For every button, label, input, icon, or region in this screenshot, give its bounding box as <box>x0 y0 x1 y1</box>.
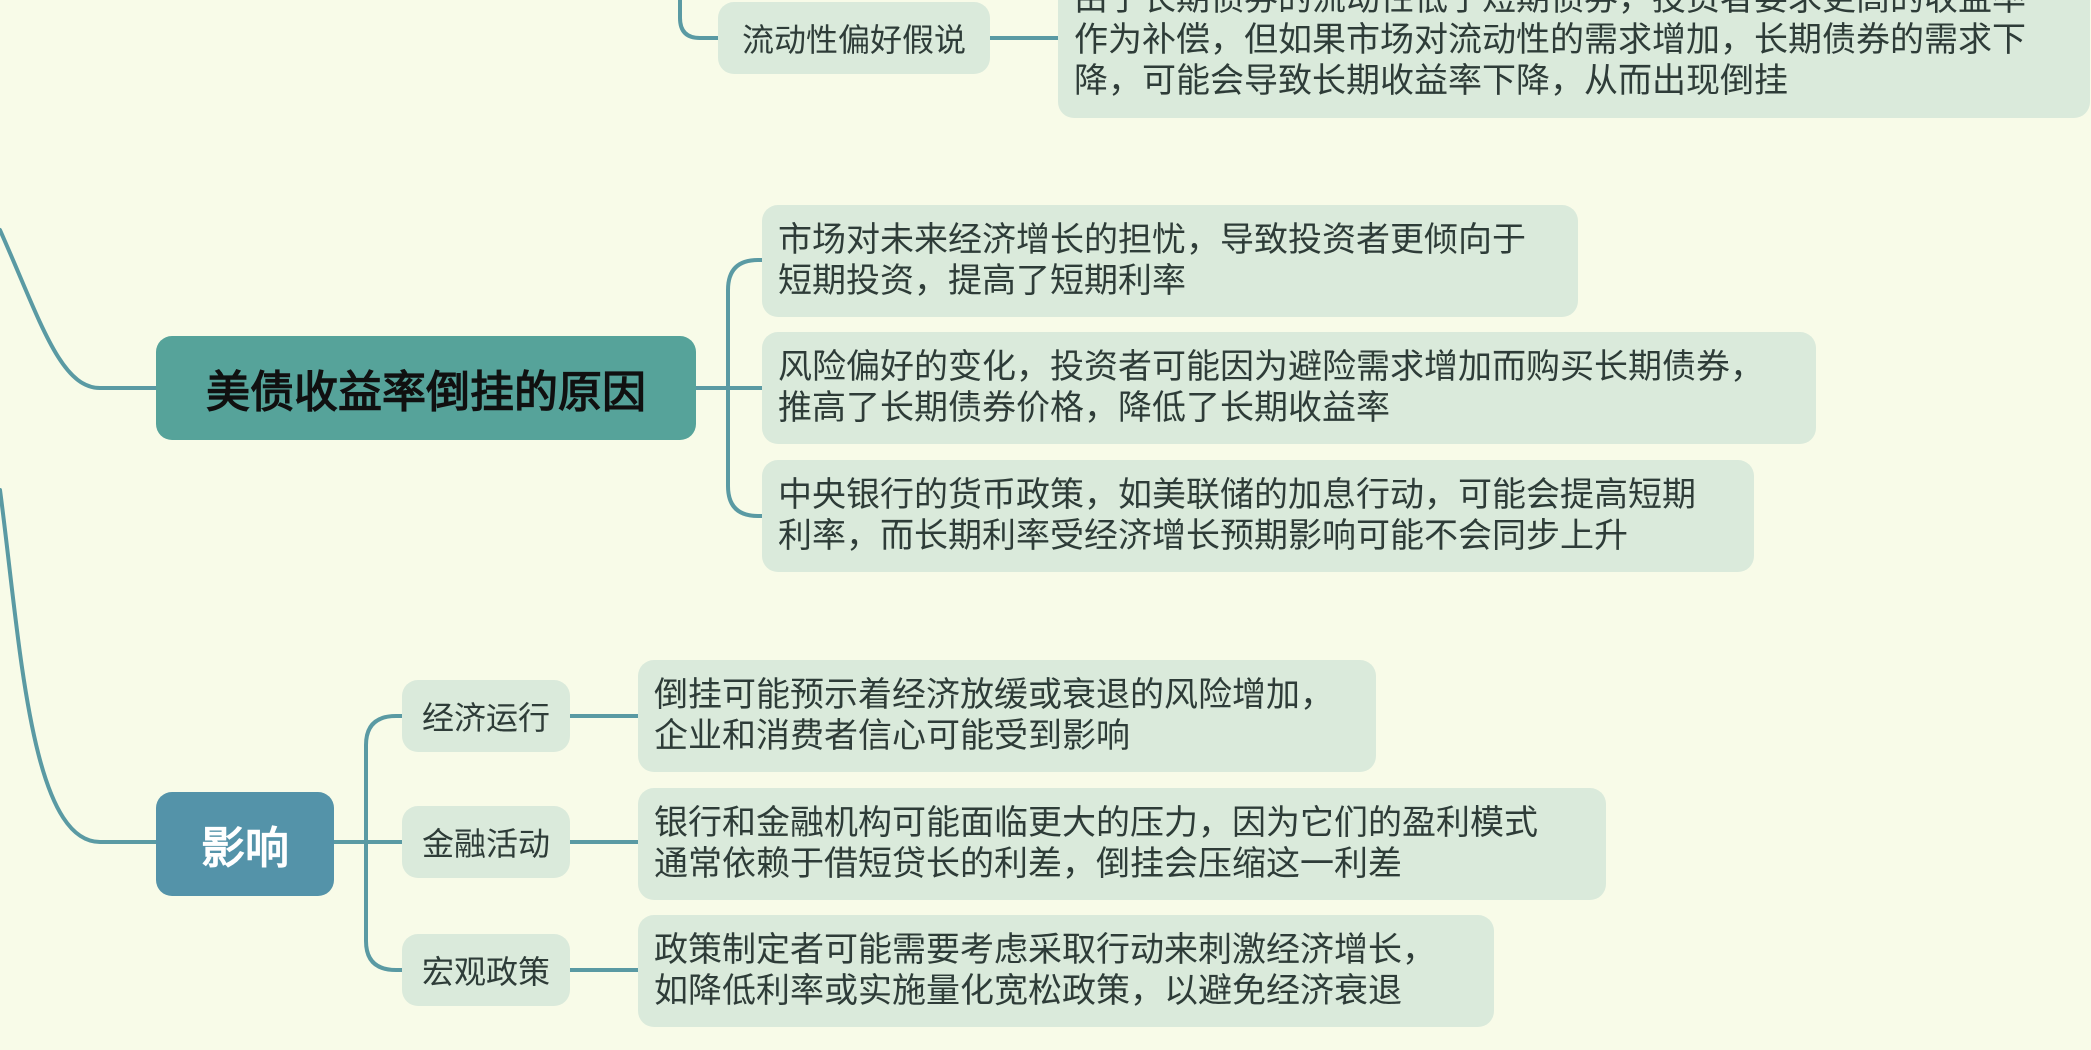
leaf-text: 政策制定者可能需要考虑采取行动来刺激经济增长， 如降低利率或实施量化宽松政策，以… <box>654 930 1436 1011</box>
leaf-macro-policy[interactable]: 政策制定者可能需要考虑采取行动来刺激经济增长， 如降低利率或实施量化宽松政策，以… <box>638 915 1494 1027</box>
subtopic-economy[interactable]: 经济运行 <box>402 680 570 752</box>
topic-causes-title: 美债收益率倒挂的原因 <box>206 367 646 418</box>
subtopic-finance[interactable]: 金融活动 <box>402 806 570 878</box>
connector-root-impact <box>0 488 158 844</box>
subtopic-macro-policy[interactable]: 宏观政策 <box>402 934 570 1006</box>
leaf-text: 中央银行的货币政策，如美联储的加息行动，可能会提高短期 利率，而长期利率受经济增… <box>778 475 1696 556</box>
leaf-text: 市场对未来经济增长的担忧，导致投资者更倾向于 短期投资，提高了短期利率 <box>778 220 1526 301</box>
topic-causes[interactable]: 美债收益率倒挂的原因 <box>156 336 696 440</box>
leaf-cause-3[interactable]: 中央银行的货币政策，如美联储的加息行动，可能会提高短期 利率，而长期利率受经济增… <box>762 460 1754 572</box>
connector-top-root <box>678 0 720 40</box>
connector-impact-bracket <box>332 714 404 972</box>
leaf-liquidity-preference[interactable]: 由于长期债券的流动性低于短期债券，投资者要求更高的收益率 作为补偿，但如果市场对… <box>1058 0 2090 118</box>
subtopic-label: 经济运行 <box>421 699 550 737</box>
leaf-text: 倒挂可能预示着经济放缓或衰退的风险增加， 企业和消费者信心可能受到影响 <box>654 675 1334 756</box>
leaf-text: 银行和金融机构可能面临更大的压力，因为它们的盈利模式 通常依赖于借短贷长的利差，… <box>654 803 1538 884</box>
subtopic-label: 金融活动 <box>421 825 550 863</box>
topic-impact-title: 影响 <box>201 823 289 874</box>
subtopic-label: 流动性偏好假说 <box>741 21 966 59</box>
leaf-finance[interactable]: 银行和金融机构可能面临更大的压力，因为它们的盈利模式 通常依赖于借短贷长的利差，… <box>638 788 1606 900</box>
topic-impact[interactable]: 影响 <box>156 792 334 896</box>
leaf-cause-2[interactable]: 风险偏好的变化，投资者可能因为避险需求增加而购买长期债券， 推高了长期债券价格，… <box>762 332 1816 444</box>
connector-causes-bracket <box>694 258 764 518</box>
leaf-text: 风险偏好的变化，投资者可能因为避险需求增加而购买长期债券， 推高了长期债券价格，… <box>778 347 1764 428</box>
leaf-text: 由于长期债券的流动性低于短期债券，投资者要求更高的收益率 作为补偿，但如果市场对… <box>1074 0 2026 101</box>
leaf-economy[interactable]: 倒挂可能预示着经济放缓或衰退的风险增加， 企业和消费者信心可能受到影响 <box>638 660 1376 772</box>
leaf-cause-1[interactable]: 市场对未来经济增长的担忧，导致投资者更倾向于 短期投资，提高了短期利率 <box>762 205 1578 317</box>
connector-root-causes <box>0 228 158 390</box>
subtopic-liquidity-preference[interactable]: 流动性偏好假说 <box>718 2 990 74</box>
subtopic-label: 宏观政策 <box>421 953 550 991</box>
